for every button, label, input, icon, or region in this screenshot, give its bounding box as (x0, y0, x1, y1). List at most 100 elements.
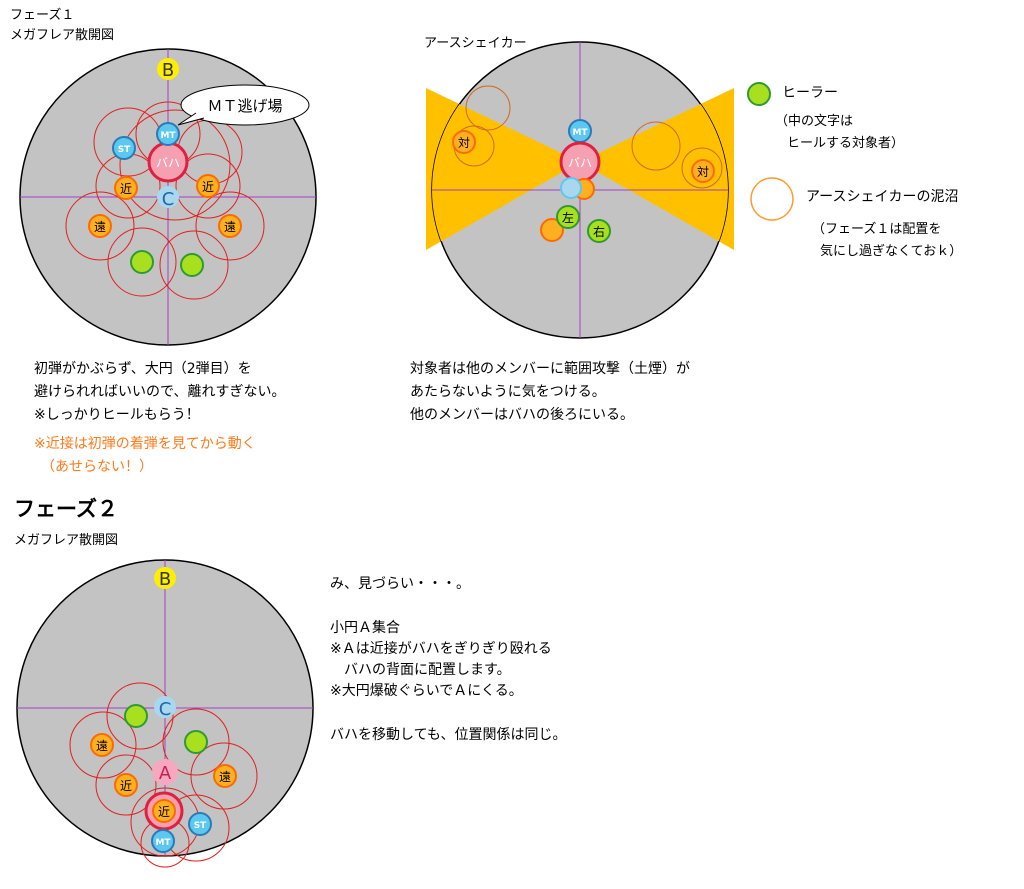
es-tank-mt-label: MT (572, 128, 588, 138)
es-healer-left-label: 左 (562, 210, 574, 225)
phase2-note-5: バハの背面に配置します。 (330, 662, 511, 678)
legend-bog-note-2: 気にし過ぎなくておｋ） (820, 244, 963, 259)
target-left (452, 130, 476, 154)
tank-st (112, 136, 136, 160)
p2-waymark-c (154, 696, 176, 718)
waymark-b (157, 58, 179, 80)
p2-ranged-left (90, 733, 114, 757)
es-boss-label: バハ (568, 156, 592, 170)
phase1-subtitle: メガフレア散開図 (10, 28, 115, 43)
p2-melee-center-label: 近 (158, 805, 170, 819)
earthshaker-note-2: あたらないように気をつける。 (410, 384, 606, 400)
p2-waymark-b-label: B (159, 569, 171, 590)
legend-healer-note-2: ヒールする対象者） (787, 136, 905, 151)
cone-right-inner (580, 88, 728, 250)
mt-bubble-text: ＭＴ逃げ場 (207, 97, 282, 115)
phase1-note-2: 避けられればいいので、離れすぎない。 (34, 384, 286, 400)
earthshaker-title: アースシェイカー (424, 36, 527, 51)
aoe-ring (162, 708, 230, 776)
target-right-label: 対 (697, 165, 709, 179)
healer-left (130, 250, 154, 274)
es-healer-right-label: 右 (593, 224, 605, 239)
p2-waymark-c-label: C (159, 699, 172, 720)
mt-bubble (180, 84, 310, 126)
phase2-note-3: 小円Ａ集合 (330, 620, 400, 636)
tank-mt (156, 122, 180, 146)
ranged-right (218, 214, 242, 238)
aoe-ring (195, 191, 265, 261)
ranged-left (88, 214, 112, 238)
p2-tank-st (188, 812, 212, 836)
aoe-ring (175, 153, 241, 219)
legend-bog-label: アースシェイカーの泥沼 (806, 189, 959, 205)
phase2-note-4: ※Ａは近接がバハをぎりぎり殴れる (330, 641, 552, 657)
melee-left-label: 近 (120, 182, 132, 196)
es-party-orange-2 (540, 218, 564, 242)
phase2-title: フェーズ２ (14, 497, 118, 521)
melee-right (196, 174, 220, 198)
phase1-note-orange-1: ※近接は初弾の着弾を見てから動く (34, 436, 256, 452)
phase1-note-orange-2: （あせらない！） (34, 459, 153, 475)
legend-healer-icon (747, 82, 771, 106)
aoe-ring (159, 230, 229, 300)
ranged-left-label: 遠 (94, 220, 106, 234)
p2-healer-right (184, 730, 208, 754)
p2-melee-left (114, 773, 138, 797)
aoe-ring (119, 109, 231, 221)
boss-label: バハ (156, 156, 180, 170)
p2-ranged-right-label: 遠 (219, 770, 231, 784)
legend-bog-icon (750, 177, 794, 221)
aoe-ring (190, 742, 258, 810)
aoe-ring (69, 711, 137, 779)
earthshaker-note-1: 対象者は他のメンバーに範囲攻撃（土煙）が (410, 361, 690, 377)
phase1-note-3: ※しっかりヒールもらう！ (34, 407, 200, 423)
tank-st-label: ST (118, 145, 131, 155)
phase2-note-8: バハを移動しても、位置関係は同じ。 (330, 727, 567, 743)
waymark-c (157, 186, 179, 208)
melee-right-label: 近 (202, 180, 214, 194)
phase2-arena: B C A 遠 遠 近 近 ST (16, 559, 314, 868)
ranged-right-label: 遠 (224, 220, 236, 234)
legend (747, 82, 794, 221)
p2-healer-left (124, 704, 148, 728)
es-healer-left (556, 205, 580, 229)
es-party-blue (560, 177, 582, 199)
waymark-b-label: B (162, 60, 174, 81)
aoe-ring (107, 227, 177, 297)
p2-ranged-left-label: 遠 (96, 739, 108, 753)
aoe-ring (106, 682, 174, 750)
aoe-ring (95, 754, 157, 816)
p2-tank-mt-label: MT (155, 838, 171, 848)
p2-waymark-b (154, 567, 176, 589)
phase1-note-1: 初弾がかぶらず、大円（2弾目）を (34, 361, 252, 377)
healer-right (180, 253, 204, 277)
legend-healer-label: ヒーラー (782, 85, 838, 101)
p2-melee-left-label: 近 (120, 779, 132, 793)
phase2-note-1: み、見づらい・・・。 (330, 576, 470, 592)
bog-ring (465, 85, 511, 131)
waymark-c-label: C (162, 189, 175, 210)
p2-tank-st-label: ST (194, 821, 207, 831)
phase1-arena: B ＭＴ逃げ場 C バハ MT ST 近 近 遠 遠 (19, 48, 317, 346)
p2-tank-mt (151, 829, 175, 853)
melee-left (114, 176, 138, 200)
mt-bubble-tail (177, 112, 205, 126)
earthshaker-arena: 対 対 MT バハ 左 右 (426, 41, 734, 339)
legend-healer-note-1: （中の文字は (775, 114, 854, 129)
p2-waymark-a-label: A (159, 763, 172, 784)
p2-ranged-right (213, 764, 237, 788)
p2-melee-center (152, 799, 176, 823)
phase2-subtitle: メガフレア散開図 (14, 533, 119, 548)
tank-mt-label: MT (160, 131, 176, 141)
bog-ring (631, 121, 681, 171)
target-right (691, 159, 715, 183)
target-left-label: 対 (458, 136, 470, 150)
p2-aoe-rings (69, 682, 258, 868)
phase2-note-6: ※大円爆破ぐらいでＡにくる。 (330, 683, 523, 699)
p2-waymark-a (152, 759, 178, 785)
legend-bog-note-1: （フェーズ１は配置を (812, 222, 942, 237)
bog-ring (681, 147, 723, 189)
es-healer-right (587, 219, 611, 243)
